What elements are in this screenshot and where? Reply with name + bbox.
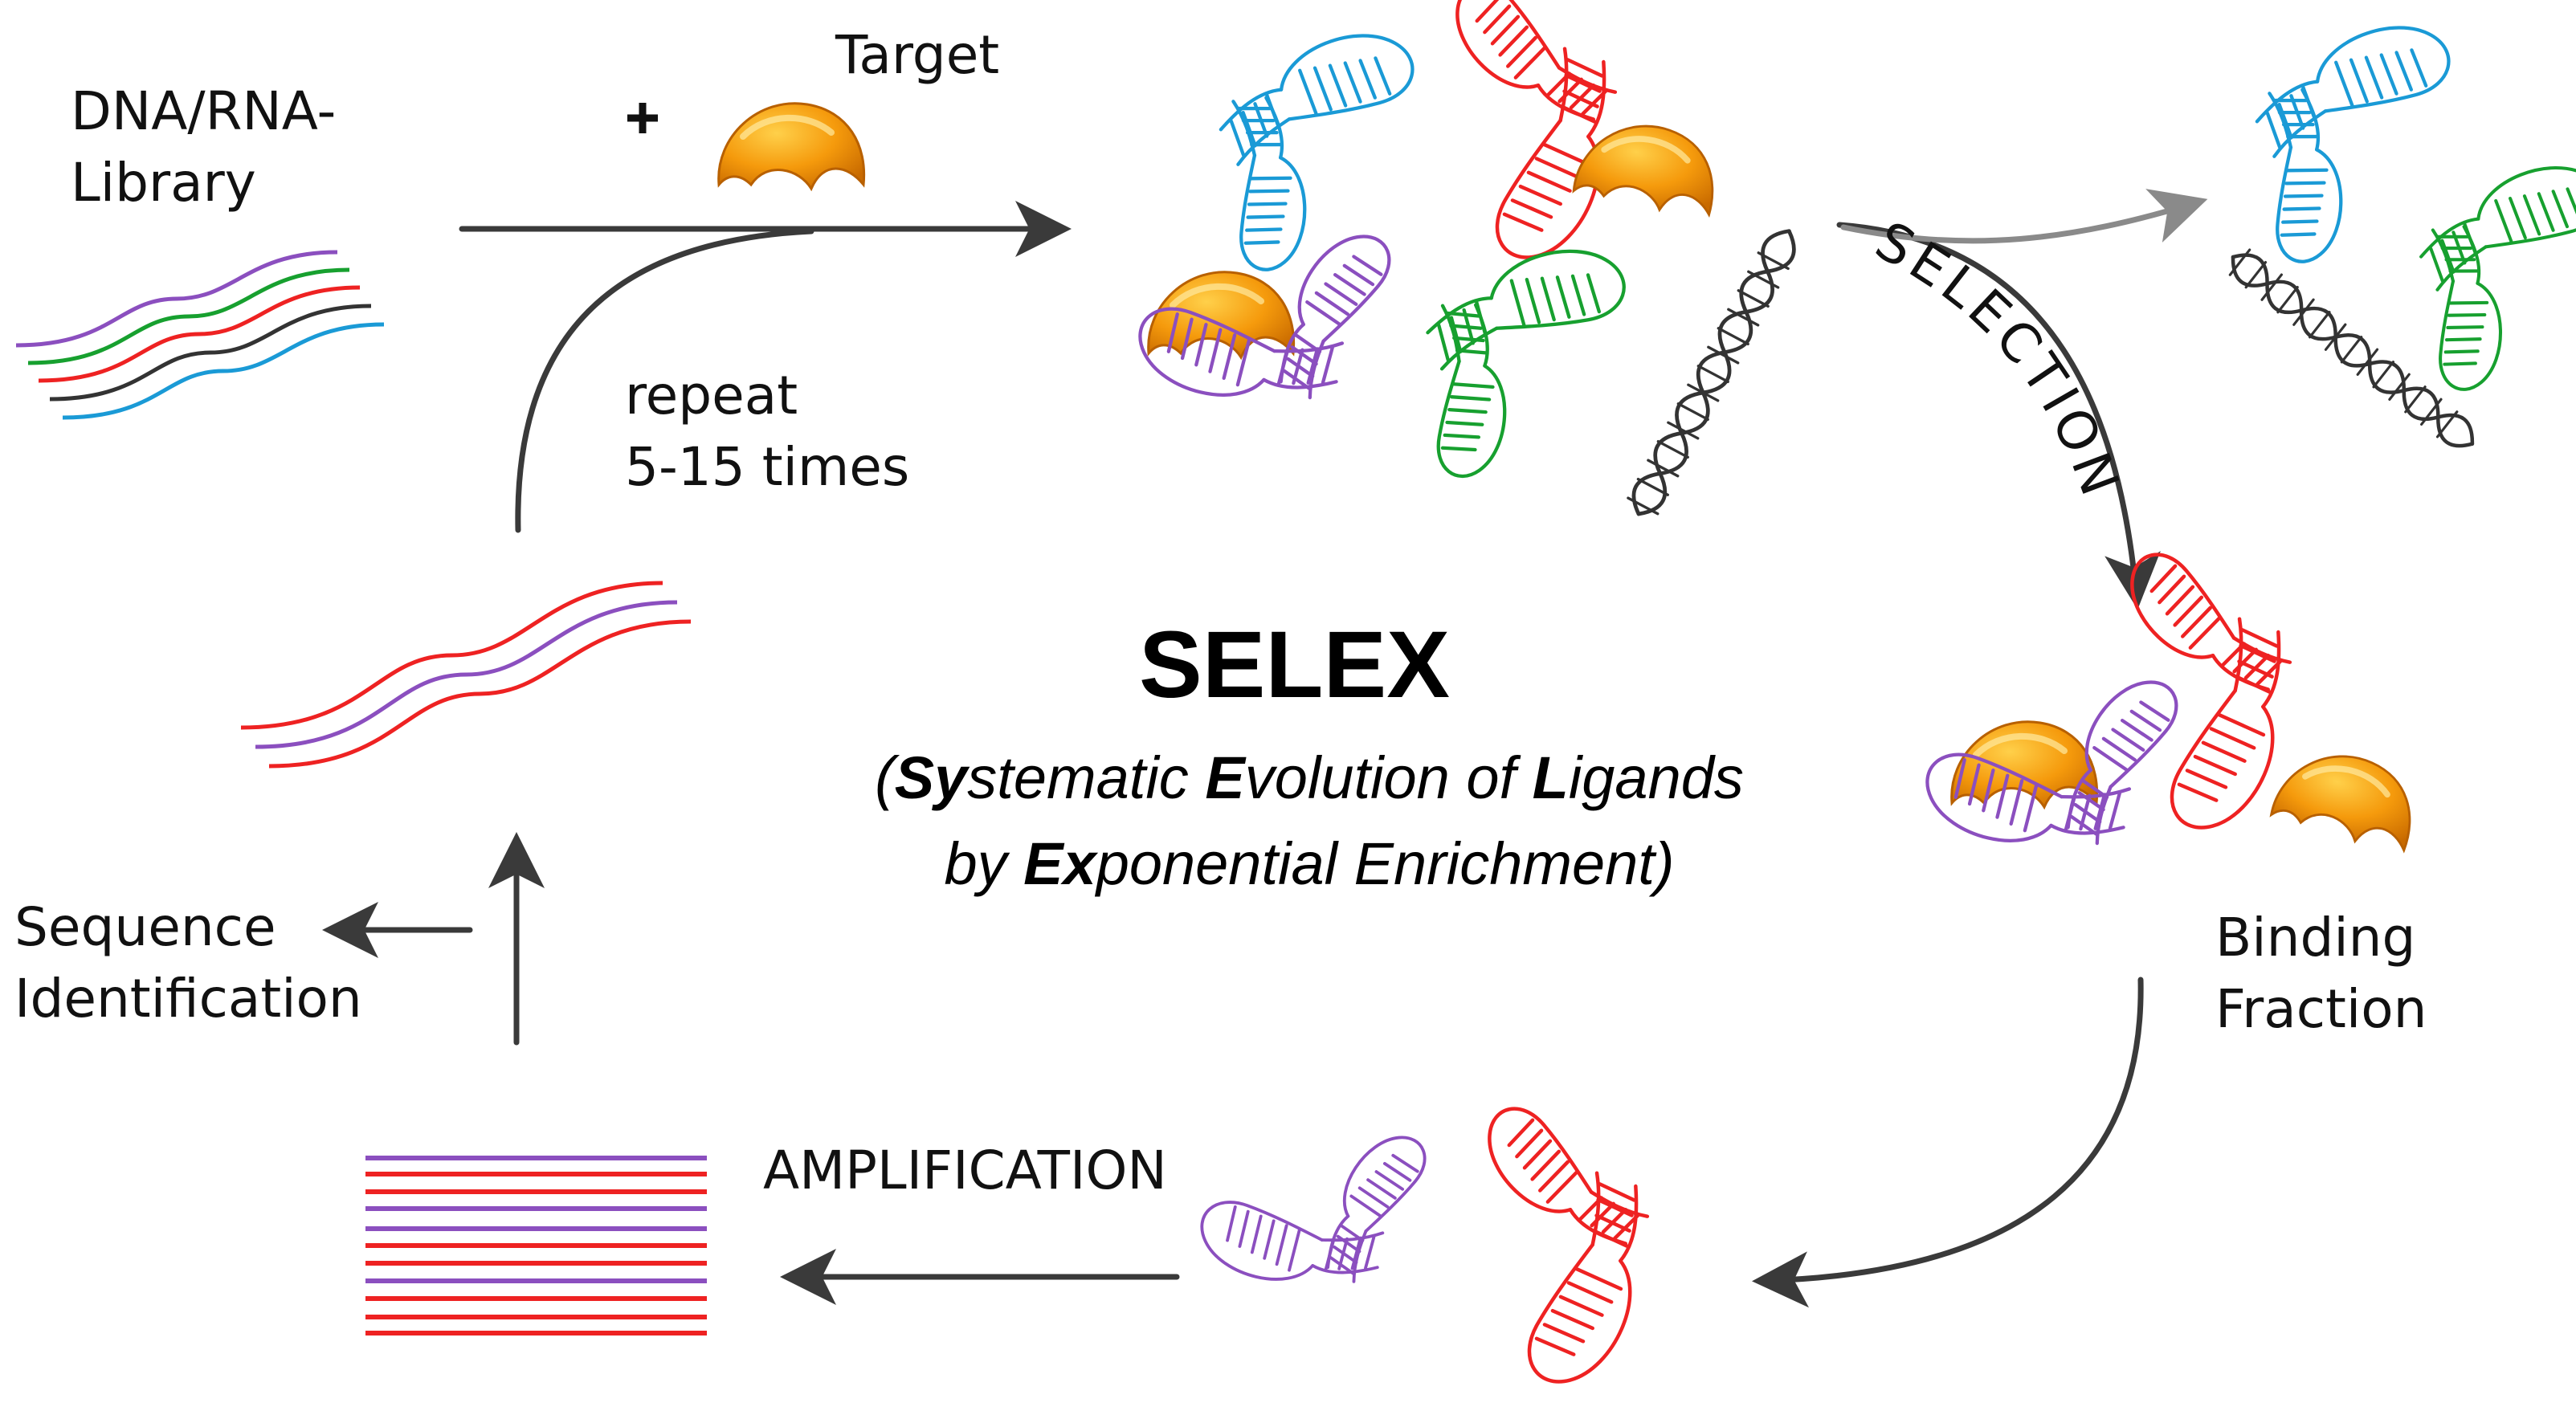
purple-aptamer-eluted xyxy=(1200,1136,1427,1283)
blue-aptamer-unbound xyxy=(2255,26,2451,263)
blue-aptamer-unbound-arm-a xyxy=(2255,26,2451,158)
red-aptamer-eluted-arm-a xyxy=(1527,1171,1639,1384)
repeat-label-line1: repeat xyxy=(625,365,798,426)
black-helix-unbound xyxy=(2228,248,2475,448)
target-protein-icon xyxy=(2269,755,2411,854)
binding-label-line2: Fraction xyxy=(2215,978,2427,1041)
repeat-label-line2: 5-15 times xyxy=(625,436,910,499)
incubation-mixture xyxy=(1138,0,1796,516)
eluted-aptamers xyxy=(1200,1107,1650,1384)
blue-aptamer xyxy=(1219,34,1415,271)
target-protein-icon xyxy=(717,102,866,192)
selex-subtitle: (Systematic Evolution of Ligands by Expo… xyxy=(799,735,1819,907)
purple-aptamer-bound xyxy=(1925,680,2178,846)
pool-strand xyxy=(255,600,678,749)
target-protein-icon xyxy=(1147,271,1296,361)
plus-icon xyxy=(627,103,658,133)
sequence-identification-label: Sequence Identification xyxy=(14,891,362,1034)
binding-fraction-complexes xyxy=(1925,553,2411,854)
target-protein-icon xyxy=(717,102,866,192)
blue-aptamer-arm-b xyxy=(1231,96,1307,271)
library-label: DNA/RNA- Library xyxy=(71,75,336,218)
library-label-line2: Library xyxy=(71,152,256,214)
sequence-label-line2: Identification xyxy=(14,968,362,1030)
subtitle-line1: (Systematic Evolution of Ligands xyxy=(875,744,1744,811)
green-aptamer xyxy=(1426,249,1626,479)
purple-aptamer-bound-arm-b xyxy=(2066,680,2178,846)
enriched-pool-strands xyxy=(240,581,692,769)
library-strand xyxy=(27,267,350,365)
amplification-label: AMPLIFICATION xyxy=(763,1140,1167,1201)
pool-strand xyxy=(240,581,663,730)
unbound-arrow xyxy=(1840,189,2208,244)
purple-aptamer xyxy=(1138,234,1391,400)
unbound-sequences xyxy=(2228,26,2576,448)
purple-aptamer-arm-b xyxy=(1279,234,1391,400)
elution-arrow xyxy=(1752,977,2144,1308)
black-dna-helix xyxy=(1627,229,1796,516)
sequence-label-line1: Sequence xyxy=(14,896,276,958)
library-strand xyxy=(49,304,372,402)
binding-fraction-label: Binding Fraction xyxy=(2215,902,2427,1045)
library-strand xyxy=(15,250,338,348)
pool-strand xyxy=(268,619,692,769)
library-strand xyxy=(62,322,385,420)
red-aptamer-arm-a xyxy=(1495,47,1606,259)
green-aptamer-unbound-arm-a xyxy=(2419,166,2576,292)
dna-library-strands xyxy=(15,250,385,420)
selex-title: SELEX xyxy=(1139,612,1450,718)
subtitle-line2: by Exponential Enrichment) xyxy=(944,830,1675,898)
red-aptamer-bound-arm-b xyxy=(2130,553,2292,691)
selection-label: SELECTION xyxy=(1866,210,2133,508)
red-aptamer-eluted xyxy=(1488,1107,1650,1384)
purple-aptamer-eluted-arm-a xyxy=(1200,1201,1385,1281)
library-label-line1: DNA/RNA- xyxy=(71,80,337,142)
purple-aptamer-eluted-arm-b xyxy=(1326,1136,1427,1283)
green-aptamer-arm-b xyxy=(1436,303,1507,479)
green-aptamer-unbound-arm-b xyxy=(2431,225,2502,391)
red-aptamer-bound xyxy=(2130,553,2292,830)
target-label: Target xyxy=(835,24,1000,86)
red-aptamer-eluted-arm-b xyxy=(1488,1107,1650,1246)
repeat-loop-arrow xyxy=(515,228,814,533)
library-strand xyxy=(38,285,361,383)
arrows xyxy=(322,189,2208,1308)
red-aptamer xyxy=(1455,0,1618,259)
binding-label-line1: Binding xyxy=(2215,907,2416,968)
amplified-dna-lines xyxy=(365,1156,707,1335)
repeat-label: repeat 5-15 times xyxy=(625,360,909,503)
blue-aptamer-arm-a xyxy=(1219,34,1415,166)
blue-aptamer-unbound-arm-b xyxy=(2268,88,2343,263)
green-aptamer-arm-a xyxy=(1426,249,1626,371)
green-aptamer-unbound xyxy=(2419,166,2576,391)
target-protein-icon xyxy=(1572,124,1714,218)
red-aptamer-arm-b xyxy=(1455,0,1618,121)
